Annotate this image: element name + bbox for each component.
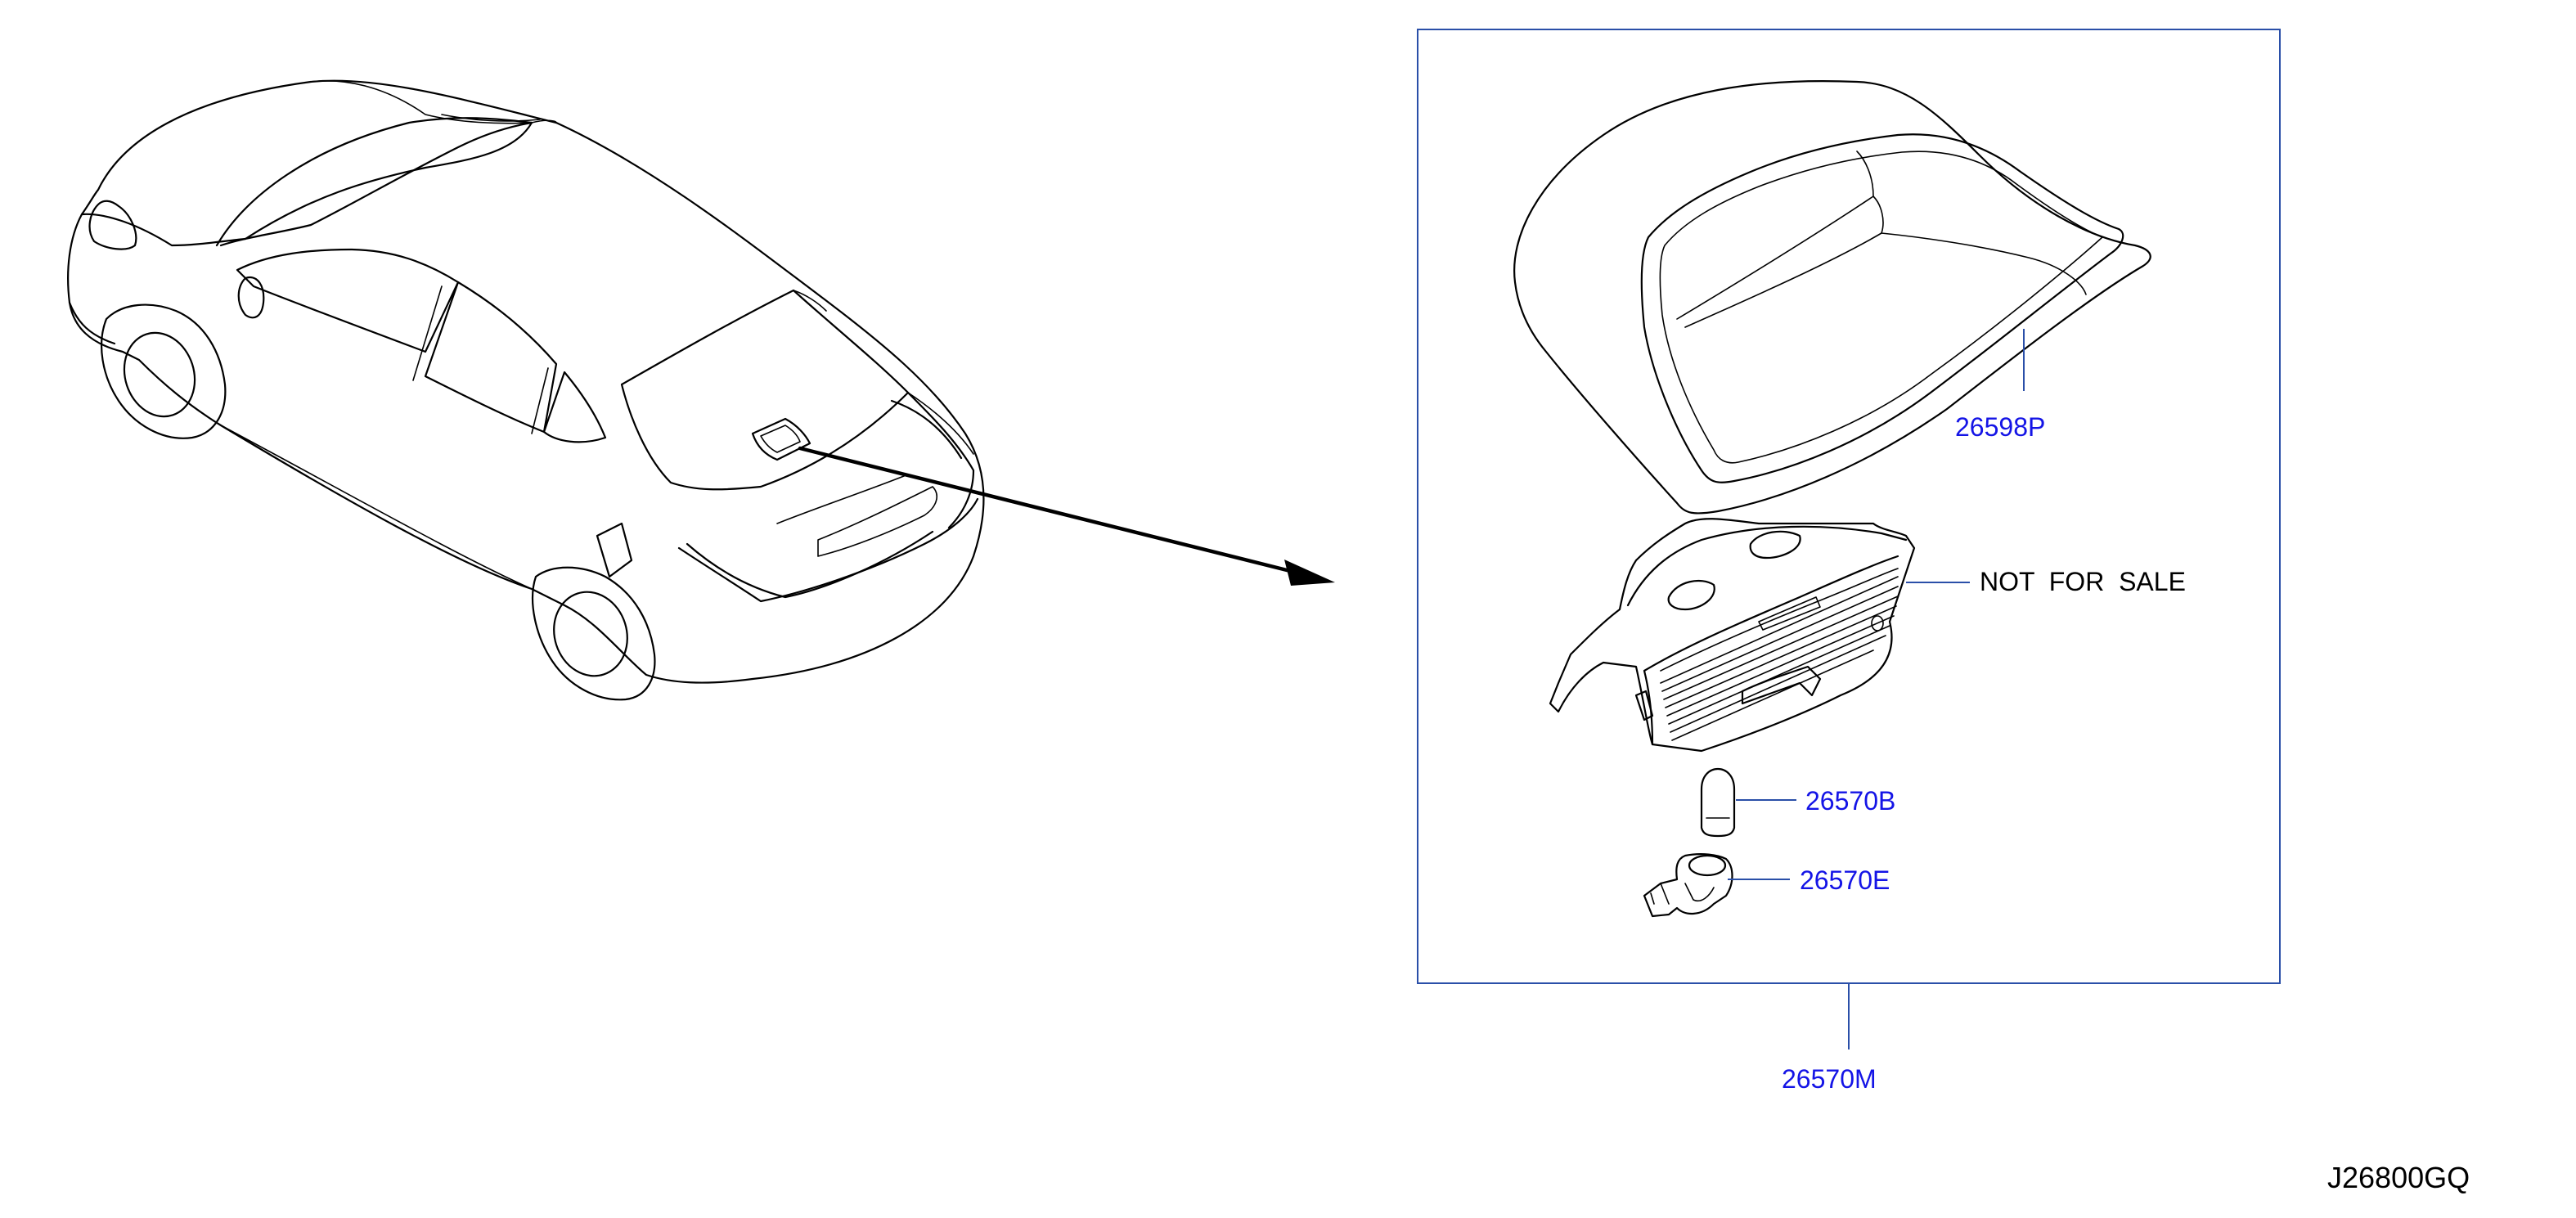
part-number-26570M[interactable]: 26570M [1782, 1064, 1877, 1094]
housing-louvres [1660, 576, 1899, 741]
part-number-26570B[interactable]: 26570B [1805, 786, 1895, 816]
hatchback-car-illustration [67, 79, 985, 701]
not-for-sale-note: NOT FOR SALE [1980, 567, 2186, 596]
lamp-bulb [1700, 767, 1736, 838]
assembly-callout-box [1417, 29, 2281, 984]
part-number-26598P[interactable]: 26598P [1955, 412, 2045, 442]
high-mount-stop-lamp-housing [1549, 518, 1916, 753]
car-stop-lamp-location-icon [751, 417, 811, 461]
bulb-socket [1643, 853, 1733, 918]
high-mount-stop-lamp-cover [1513, 80, 2151, 515]
location-pointer-arrow [798, 446, 1335, 586]
part-number-26570E[interactable]: 26570E [1800, 865, 1890, 895]
drawing-code: J26800GQ [2327, 1161, 2470, 1194]
